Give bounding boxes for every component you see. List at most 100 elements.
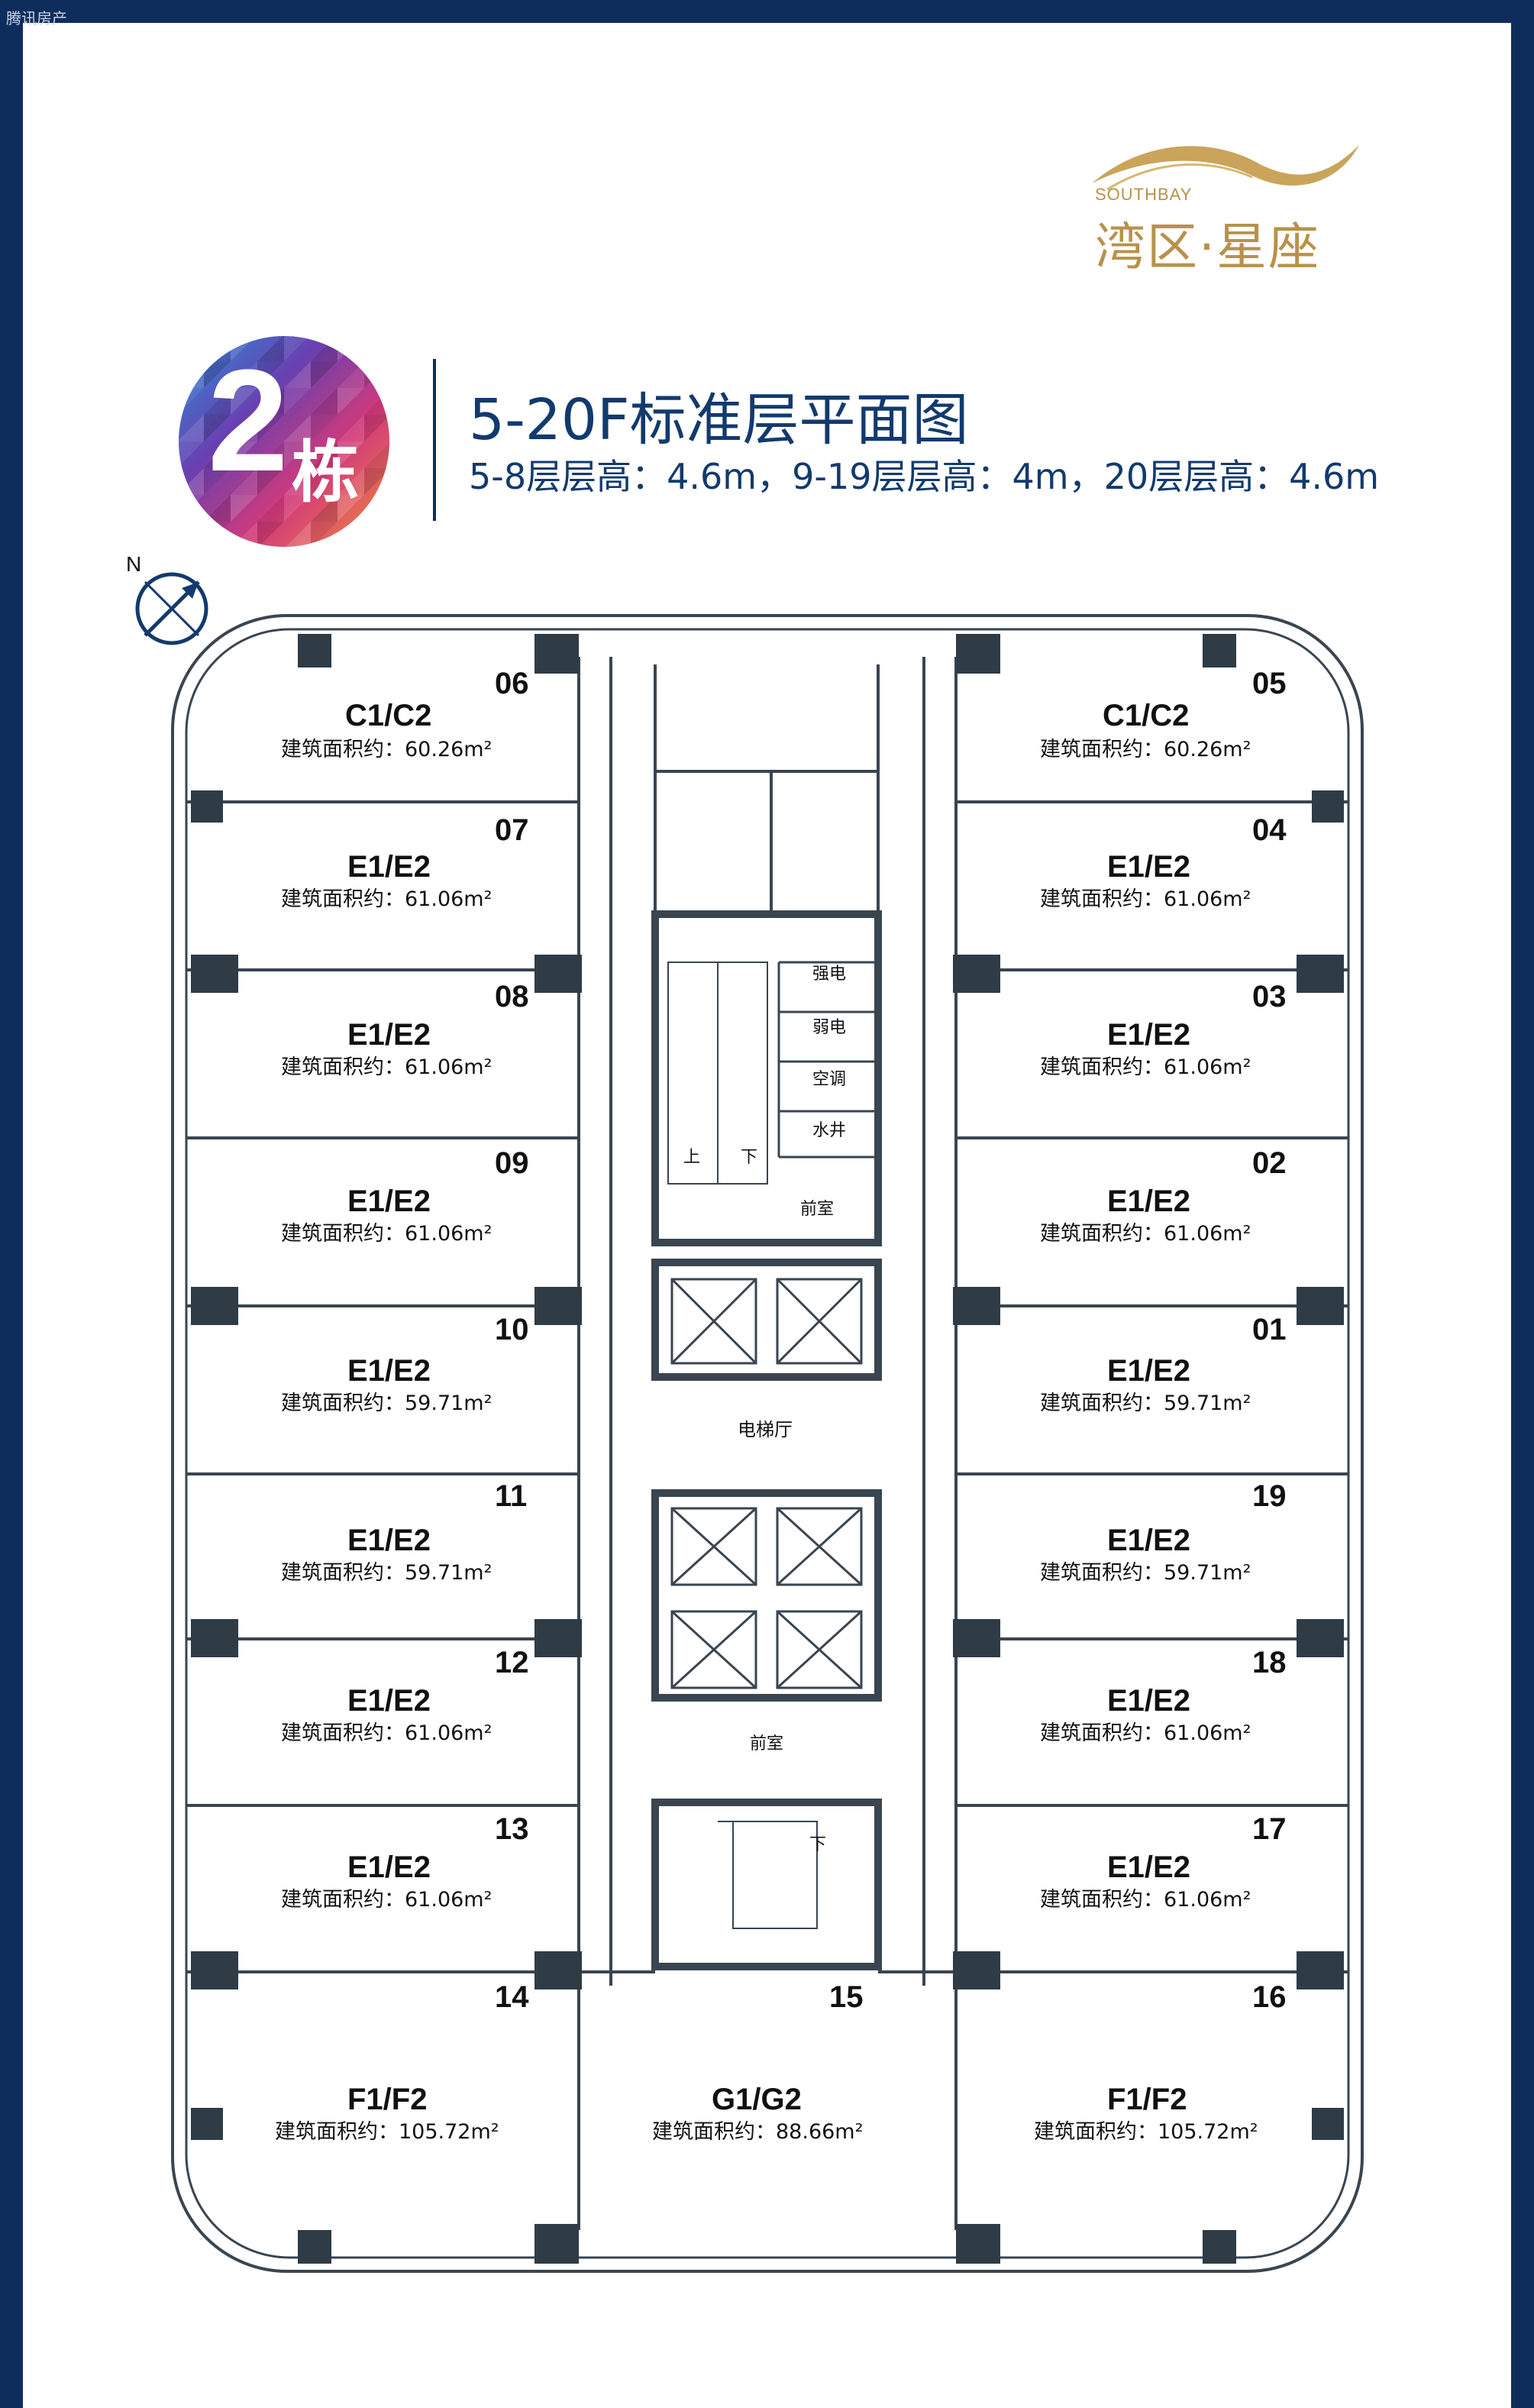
building-suffix: 栋 [292,433,360,512]
svg-text:E1/E2: E1/E2 [347,850,431,884]
svg-text:04: 04 [1252,813,1287,847]
page-subtitle: 5-8层层高：4.6m，9-19层层高：4m，20层层高：4.6m [469,456,1380,497]
svg-text:E1/E2: E1/E2 [1107,1354,1190,1388]
svg-text:10: 10 [495,1313,529,1346]
elevator-cars [670,1278,863,1689]
svg-text:建筑面积约：61.06m²: 建筑面积约：61.06m² [1040,887,1251,911]
svg-text:02: 02 [1252,1146,1287,1180]
svg-text:19: 19 [1252,1479,1287,1513]
svg-text:建筑面积约：61.06m²: 建筑面积约：61.06m² [281,887,492,911]
svg-text:14: 14 [495,1980,529,2014]
svg-text:F1/F2: F1/F2 [347,2083,427,2116]
staircase [667,962,818,1929]
svg-text:建筑面积约：61.06m²: 建筑面积约：61.06m² [1040,1888,1251,1912]
svg-text:06: 06 [495,667,529,700]
svg-text:03: 03 [1252,980,1287,1013]
svg-text:E1/E2: E1/E2 [1107,1018,1190,1052]
building-outline [171,614,1364,2273]
svg-text:建筑面积约：61.06m²: 建筑面积约：61.06m² [281,1721,492,1745]
svg-text:E1/E2: E1/E2 [1107,1850,1190,1884]
building-badge: 2 栋 [177,335,391,548]
svg-text:建筑面积约：59.71m²: 建筑面积约：59.71m² [281,1391,492,1415]
building-number: 2 [208,340,289,502]
svg-text:E1/E2: E1/E2 [347,1354,431,1388]
structural-columns [191,634,1344,2264]
svg-text:15: 15 [829,1980,864,2014]
shaft-dividers [777,961,878,1159]
svg-text:建筑面积约：61.06m²: 建筑面积约：61.06m² [281,1888,492,1912]
svg-text:建筑面积约：61.06m²: 建筑面积约：61.06m² [1040,1721,1251,1745]
svg-text:建筑面积约：59.71m²: 建筑面积约：59.71m² [281,1561,492,1585]
svg-text:E1/E2: E1/E2 [1107,850,1190,884]
svg-text:E1/E2: E1/E2 [347,1850,431,1884]
svg-text:建筑面积约：61.06m²: 建筑面积约：61.06m² [281,1055,492,1079]
svg-text:E1/E2: E1/E2 [347,1524,431,1557]
svg-text:建筑面积约：61.06m²: 建筑面积约：61.06m² [1040,1055,1251,1079]
svg-text:建筑面积约：88.66m²: 建筑面积约：88.66m² [652,2120,863,2144]
logo-english-text: SOUTHBAY [1095,185,1193,204]
logo-swoosh-icon [1092,145,1359,191]
svg-text:C1/C2: C1/C2 [345,699,431,732]
svg-text:E1/E2: E1/E2 [1107,1684,1190,1718]
svg-text:建筑面积约：105.72m²: 建筑面积约：105.72m² [1034,2120,1258,2144]
svg-text:17: 17 [1252,1812,1287,1846]
svg-text:F1/F2: F1/F2 [1107,2083,1187,2116]
svg-text:建筑面积约：105.72m²: 建筑面积约：105.72m² [275,2120,499,2144]
watermark: 腾讯房产 [6,9,67,27]
unit-partitions [186,800,1348,1973]
svg-text:01: 01 [1252,1313,1287,1346]
anteroom-bottom-label: 前室 [750,1734,783,1753]
logo-chinese-text: 湾区·星座 [1095,218,1320,276]
compass-icon: N [126,552,208,645]
svg-text:08: 08 [495,980,529,1013]
svg-text:建筑面积约：61.06m²: 建筑面积约：61.06m² [1040,1222,1251,1246]
svg-text:05: 05 [1252,667,1287,700]
svg-text:18: 18 [1252,1646,1287,1679]
hvac-label: 空调 [812,1070,846,1089]
compass-label: N [126,552,141,576]
svg-text:12: 12 [495,1646,529,1679]
stair-up-label: 上 [683,1148,700,1167]
svg-text:E1/E2: E1/E2 [1107,1185,1190,1218]
strong-power-label: 强电 [812,965,846,984]
svg-text:E1/E2: E1/E2 [347,1185,431,1218]
corridor-walls [577,657,958,2230]
svg-text:E1/E2: E1/E2 [347,1018,431,1052]
stair-down-bottom-label: 下 [809,1835,826,1854]
svg-text:09: 09 [495,1146,529,1180]
svg-text:C1/C2: C1/C2 [1103,699,1189,732]
page-title: 5-20F标准层平面图 [469,387,969,453]
weak-power-label: 弱电 [812,1018,846,1037]
svg-text:11: 11 [495,1479,527,1513]
svg-text:建筑面积约：59.71m²: 建筑面积约：59.71m² [1040,1561,1251,1585]
title-divider [433,359,436,521]
svg-text:E1/E2: E1/E2 [347,1684,431,1718]
svg-text:建筑面积约：59.71m²: 建筑面积约：59.71m² [1040,1391,1251,1415]
southbay-logo: SOUTHBAY 湾区·星座 [1084,130,1367,276]
water-shaft-label: 水井 [812,1121,846,1140]
svg-text:13: 13 [495,1812,529,1846]
svg-text:07: 07 [495,813,529,847]
badge-mosaic-icon [179,336,389,547]
floor-plan: N [126,552,1364,2273]
svg-text:16: 16 [1252,1980,1287,2014]
svg-text:建筑面积约：60.26m²: 建筑面积约：60.26m² [1040,738,1251,761]
